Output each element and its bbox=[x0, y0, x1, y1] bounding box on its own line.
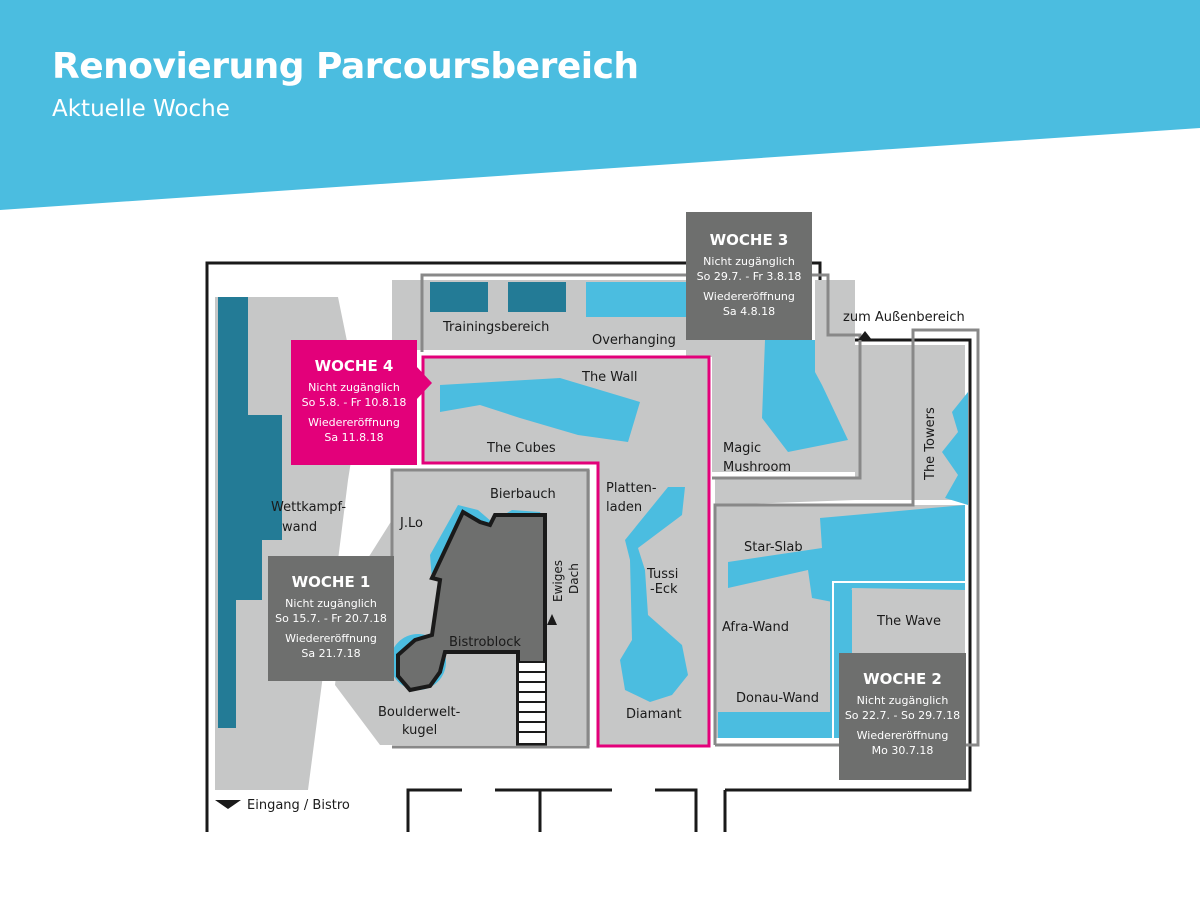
week1-closed-dates: So 15.7. - Fr 20.7.18 bbox=[275, 612, 387, 625]
label-magic: Magic bbox=[723, 441, 761, 456]
label-the-wall: The Wall bbox=[581, 370, 638, 385]
wave-outline bbox=[832, 581, 968, 738]
week1-reopen-date: Sa 21.7.18 bbox=[301, 647, 361, 660]
label-boulderwelt-2: kugel bbox=[402, 723, 437, 738]
label-afra-wand: Afra-Wand bbox=[722, 620, 789, 635]
week2-box: WOCHE 2 Nicht zugänglich So 22.7. - So 2… bbox=[839, 653, 966, 780]
label-trainingsbereich: Trainingsbereich bbox=[442, 320, 549, 335]
week4-title: WOCHE 4 bbox=[314, 357, 394, 375]
wall-overhanging bbox=[586, 282, 686, 317]
week2-closed-dates: So 22.7. - So 29.7.18 bbox=[844, 709, 961, 722]
bottom-wall-openings bbox=[205, 788, 727, 832]
zone-week4-outline bbox=[421, 355, 711, 748]
label-diamant: Diamant bbox=[626, 707, 682, 722]
zone-week3-outline bbox=[420, 273, 862, 480]
week2-reopen-label: Wiedereröffnung bbox=[856, 729, 949, 742]
label-star-slab: Star-Slab bbox=[744, 540, 803, 555]
week3-reopen-date: Sa 4.8.18 bbox=[722, 305, 776, 318]
label-wettkampf-1: Wettkampf- bbox=[271, 500, 346, 515]
header-banner bbox=[0, 0, 1200, 210]
label-jlo: J.Lo bbox=[399, 516, 423, 531]
week1-title: WOCHE 1 bbox=[291, 573, 371, 591]
label-eingang: Eingang / Bistro bbox=[247, 798, 350, 813]
week2-reopen-date: Mo 30.7.18 bbox=[871, 744, 934, 757]
label-mushroom: Mushroom bbox=[723, 460, 791, 475]
label-ewiges-1: Ewiges bbox=[551, 560, 565, 602]
wall-training-1 bbox=[430, 282, 488, 312]
label-aussenbereich: zum Außenbereich bbox=[843, 310, 965, 325]
label-bierbauch: Bierbauch bbox=[490, 487, 556, 502]
wall-wettkampf bbox=[218, 297, 282, 728]
week2-title: WOCHE 2 bbox=[863, 670, 942, 688]
label-the-wave: The Wave bbox=[876, 614, 941, 629]
wall-tussi-diamant bbox=[620, 487, 688, 702]
zone-week2-outline bbox=[713, 328, 980, 747]
aussenbereich-arrow-icon bbox=[858, 331, 872, 340]
eingang-arrow-icon bbox=[215, 800, 241, 809]
label-overhanging: Overhanging bbox=[592, 333, 676, 348]
wall-donau bbox=[718, 712, 850, 738]
area-towers bbox=[715, 345, 965, 505]
week4-reopen-date: Sa 11.8.18 bbox=[324, 431, 384, 444]
label-bistroblock: Bistroblock bbox=[449, 635, 521, 650]
page-title: Renovierung Parcoursbereich bbox=[52, 46, 639, 87]
week1-reopen-label: Wiedereröffnung bbox=[285, 632, 377, 645]
label-platten-2: laden bbox=[606, 500, 642, 515]
label-boulderwelt-1: Boulderwelt- bbox=[378, 705, 461, 720]
label-platten-1: Platten- bbox=[606, 481, 657, 496]
label-ewiges-2: Dach bbox=[567, 563, 581, 594]
week4-closed-dates: So 5.8. - Fr 10.8.18 bbox=[301, 396, 407, 409]
week3-closed-dates: So 29.7. - Fr 3.8.18 bbox=[696, 270, 802, 283]
wall-magic-mushroom bbox=[762, 340, 848, 452]
page-subtitle: Aktuelle Woche bbox=[52, 96, 230, 122]
week1-closed-label: Nicht zugänglich bbox=[285, 597, 377, 610]
week3-box: WOCHE 3 Nicht zugänglich So 29.7. - Fr 3… bbox=[686, 212, 812, 340]
week4-closed-label: Nicht zugänglich bbox=[308, 381, 400, 394]
wall-star-slab bbox=[728, 505, 965, 605]
wall-the-towers bbox=[942, 392, 968, 505]
wall-training-2 bbox=[508, 282, 566, 312]
label-wettkampf-2: wand bbox=[282, 520, 317, 535]
ewiges-dach-arrow-icon bbox=[547, 614, 557, 625]
bistroblock bbox=[396, 509, 547, 747]
wall-the-wall bbox=[440, 378, 640, 442]
week3-title: WOCHE 3 bbox=[709, 231, 789, 249]
week4-box: WOCHE 4 Nicht zugänglich So 5.8. - Fr 10… bbox=[291, 340, 417, 465]
week4-pointer-icon bbox=[416, 366, 432, 400]
week2-closed-label: Nicht zugänglich bbox=[856, 694, 949, 707]
label-tussi-1: Tussi bbox=[646, 567, 678, 582]
stairs bbox=[517, 661, 547, 745]
label-the-cubes: The Cubes bbox=[486, 441, 556, 456]
label-tussi-2: -Eck bbox=[650, 582, 678, 597]
week3-reopen-label: Wiedereröffnung bbox=[703, 290, 795, 303]
banner-shape bbox=[0, 0, 1200, 210]
week4-reopen-label: Wiedereröffnung bbox=[308, 416, 400, 429]
label-donau-wand: Donau-Wand bbox=[736, 691, 819, 706]
week3-closed-label: Nicht zugänglich bbox=[703, 255, 795, 268]
label-the-towers: The Towers bbox=[923, 407, 938, 481]
week1-box: WOCHE 1 Nicht zugänglich So 15.7. - Fr 2… bbox=[268, 556, 394, 681]
